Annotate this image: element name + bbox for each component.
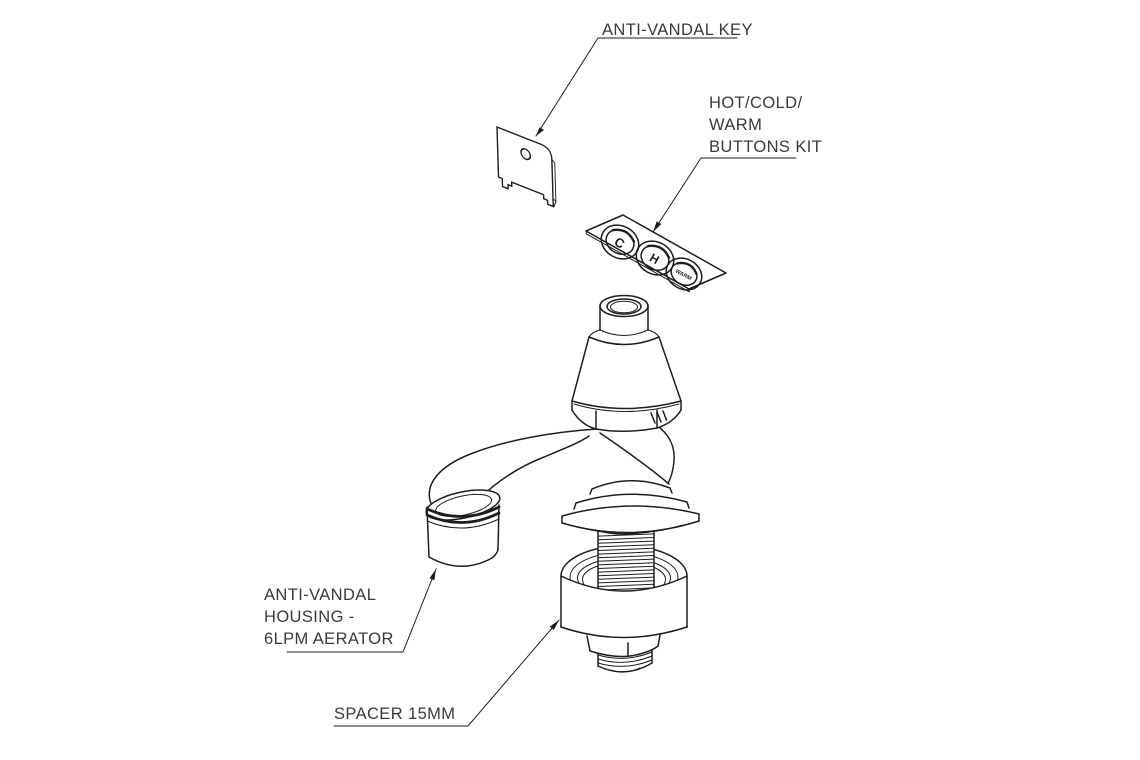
hex-collar bbox=[571, 400, 682, 432]
spacer-wall-sides bbox=[560, 575, 688, 628]
hex-side-edges bbox=[571, 400, 682, 411]
buttons-kit: C H WARM bbox=[585, 214, 727, 293]
neck-right-contour bbox=[659, 427, 675, 484]
housing-bottom-arc bbox=[428, 548, 499, 567]
cone-body-fill bbox=[572, 337, 681, 409]
shoulder-flares bbox=[588, 329, 660, 338]
hex-top-edge bbox=[573, 403, 680, 412]
spacer-bottom-arc bbox=[560, 626, 688, 639]
spout-top-edge bbox=[428, 428, 598, 508]
aerator-housing bbox=[425, 489, 501, 567]
callout-buttons-kit-line1: HOT/COLD/ bbox=[709, 94, 803, 112]
flange-tier-2 bbox=[573, 493, 690, 510]
callout-spacer-text: SPACER 15MM bbox=[334, 705, 456, 723]
backnut-outline bbox=[586, 634, 661, 658]
buttons-arrowhead bbox=[653, 221, 662, 232]
tip-thread-arcs bbox=[597, 651, 653, 667]
spacer-leader-line bbox=[333, 619, 560, 727]
spout-body-fillet bbox=[599, 432, 670, 485]
push-cap-bore-inner bbox=[610, 300, 638, 314]
flange-tier-1 bbox=[589, 480, 673, 495]
callout-anti-vandal-key: ANTI-VANDAL KEY bbox=[602, 19, 753, 41]
flange-bottom-arc bbox=[561, 520, 700, 534]
callout-leaders bbox=[286, 37, 797, 727]
buttons-leader-line bbox=[652, 157, 797, 233]
spacer-wall-fill bbox=[561, 576, 687, 638]
callout-buttons-kit-line3: BUTTONS KIT bbox=[709, 138, 823, 156]
callout-housing: ANTI-VANDAL HOUSING - 6LPM AERATOR bbox=[264, 584, 394, 650]
flange-under-step bbox=[577, 524, 684, 535]
tip-bottom-inner bbox=[609, 667, 641, 673]
housing-band-1 bbox=[425, 505, 501, 518]
key-plate bbox=[496, 126, 554, 208]
callout-housing-line2: HOUSING - bbox=[264, 608, 355, 626]
key-thickness-edge bbox=[551, 158, 557, 208]
callout-spacer: SPACER 15MM bbox=[334, 703, 455, 725]
spacer-arrowhead bbox=[549, 620, 559, 630]
flange-tier-3 bbox=[561, 505, 700, 524]
push-cap-sides bbox=[599, 305, 649, 331]
housing-band-2 bbox=[425, 511, 501, 524]
callout-buttons-kit-line2: WARM bbox=[709, 116, 763, 134]
spout-under-edge bbox=[477, 435, 590, 501]
button-cold-rim-text bbox=[611, 228, 636, 243]
key-hole bbox=[520, 147, 532, 161]
hex-bottom-edge bbox=[571, 409, 682, 432]
spacer-front-rim-arc bbox=[560, 575, 688, 592]
button-hot-rim-text bbox=[646, 244, 671, 259]
callout-housing-line3: 6LPM AERATOR bbox=[264, 630, 394, 648]
hex-facet-lines bbox=[595, 409, 658, 430]
cone-sides bbox=[571, 336, 682, 402]
housing-band-3 bbox=[426, 518, 500, 529]
anti-vandal-key bbox=[496, 126, 557, 208]
key-leader-line bbox=[535, 37, 738, 137]
housing-sides bbox=[426, 504, 500, 558]
spacer-ring bbox=[560, 575, 688, 639]
callout-buttons-kit: HOT/COLD/ WARM BUTTONS KIT bbox=[709, 92, 822, 158]
shoulder-arc bbox=[588, 336, 660, 346]
housing-arrowhead bbox=[429, 569, 436, 581]
brand-stamp-mark bbox=[650, 410, 668, 424]
push-cap-bore-outer bbox=[606, 298, 642, 315]
button-warm-rim-text bbox=[676, 261, 698, 276]
housing-leader-line bbox=[286, 568, 437, 653]
cone-base-arc bbox=[571, 400, 682, 410]
callout-anti-vandal-key-text: ANTI-VANDAL KEY bbox=[602, 21, 753, 39]
tap-head bbox=[571, 294, 682, 432]
push-cap-base-arc bbox=[599, 329, 649, 336]
flange-fill bbox=[562, 505, 699, 533]
callout-housing-line1: ANTI-VANDAL bbox=[264, 586, 377, 604]
flange bbox=[561, 480, 700, 535]
key-arrowhead bbox=[536, 127, 544, 136]
